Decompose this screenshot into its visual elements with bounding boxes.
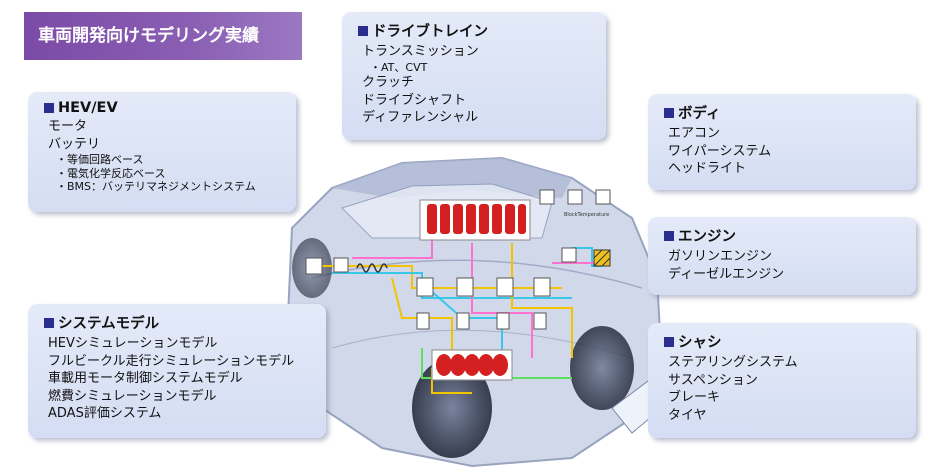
sub-item: ・電気化学反応ベース xyxy=(56,166,166,180)
body-box: ボディ エアコン ワイパーシステム ヘッドライト xyxy=(648,94,916,190)
bullet-square-icon xyxy=(664,107,674,118)
page-title: 車両開発向けモデリング実績 xyxy=(24,12,302,60)
bullet-square-icon xyxy=(664,336,674,347)
system-model-title: システムモデル xyxy=(44,312,314,333)
wheel-front-right xyxy=(570,326,634,410)
list-item: フルビークル走行シミュレーションモデル xyxy=(48,353,295,369)
sub-item: ・等価回路ベース xyxy=(56,153,144,166)
hev-ev-title: HEV/EV xyxy=(44,100,284,116)
car-roof xyxy=(332,158,572,198)
list-item: ワイパーシステム xyxy=(668,143,772,159)
chassis-box: シャシ ステアリングシステム サスペンション ブレーキ タイヤ xyxy=(648,323,916,438)
list-item: ディファレンシャル xyxy=(362,110,479,125)
list-item: ADAS評価システム xyxy=(48,406,162,421)
list-item: 車載用モータ制御システムモデル xyxy=(48,371,243,386)
list-item: ステアリングシステム xyxy=(668,355,798,370)
car-schematic-svg: BlockTemperature xyxy=(285,156,664,468)
list-item: ドライブシャフト xyxy=(362,92,467,108)
list-item: ディーゼルエンジン xyxy=(668,266,785,282)
list-item: バッテリ xyxy=(48,136,101,152)
temperature-label: BlockTemperature xyxy=(564,212,609,218)
list-item: トランスミッション xyxy=(362,44,479,59)
drivetrain-box: ドライブトレイン トランスミッション ・AT、CVT クラッチ ドライブシャフト… xyxy=(342,12,606,140)
list-item: タイヤ xyxy=(668,407,707,423)
sub-item: ・BMS：バッテリマネジメントシステム xyxy=(56,180,256,193)
list-item: ヘッドライト xyxy=(668,161,747,176)
car-schematic: BlockTemperature xyxy=(272,118,672,468)
list-item: 燃費シミュレーションモデル xyxy=(48,388,217,404)
sub-item: ・AT、CVT xyxy=(370,60,428,74)
crankshaft-red xyxy=(431,349,513,381)
list-item: HEVシミュレーションモデル xyxy=(48,336,218,351)
list-item: モータ xyxy=(48,119,88,134)
bullet-square-icon xyxy=(44,317,54,328)
system-model-box: システムモデル HEVシミュレーションモデル フルビークル走行シミュレーションモ… xyxy=(28,304,326,438)
list-item: ブレーキ xyxy=(668,390,721,405)
drivetrain-title: ドライブトレイン xyxy=(358,20,594,41)
bullet-square-icon xyxy=(358,25,368,36)
list-item: クラッチ xyxy=(362,75,415,90)
list-item: ガソリンエンジン xyxy=(668,249,773,264)
engine-block-red xyxy=(419,199,531,241)
engine-title: エンジン xyxy=(664,225,904,246)
engine-box: エンジン ガソリンエンジン ディーゼルエンジン xyxy=(648,217,916,295)
chassis-title: シャシ xyxy=(664,331,904,352)
body-title: ボディ xyxy=(664,102,904,123)
list-item: サスペンション xyxy=(668,372,758,388)
bullet-square-icon xyxy=(664,230,674,241)
list-item: エアコン xyxy=(668,126,721,141)
bullet-square-icon xyxy=(44,103,54,113)
hev-ev-box: HEV/EV モータ バッテリ ・等価回路ベース ・電気化学反応ベース ・BMS… xyxy=(28,92,296,212)
